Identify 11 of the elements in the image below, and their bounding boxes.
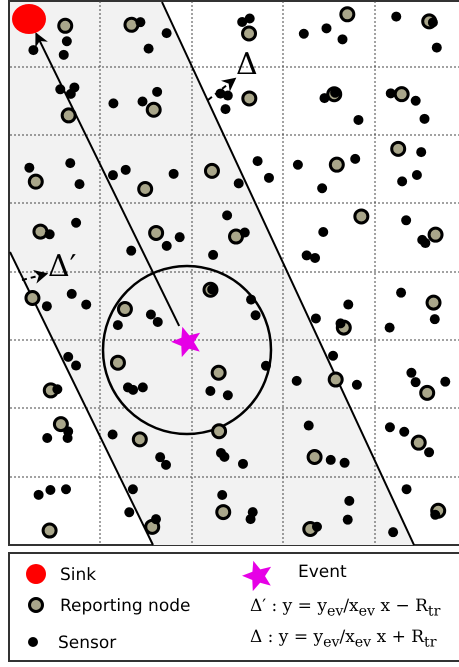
legend-label: Sensor — [58, 633, 116, 653]
formula: Δ : y = y$_{ev}$/x$_{ev}$ x + R$_{tr}$ — [250, 627, 436, 652]
delta-label: Δ′ — [48, 252, 76, 282]
arrow — [22, 270, 48, 284]
legend-label: Event — [298, 562, 347, 582]
formula: Δ′ : y = y$_{ev}$/x$_{ev}$ x − R$_{tr}$ — [250, 596, 440, 622]
legend-label: Sink — [60, 565, 96, 585]
arrow — [207, 78, 236, 101]
delta-label: Δ — [236, 50, 258, 80]
arrow — [35, 32, 180, 326]
legend-label: Reporting node — [60, 596, 190, 616]
